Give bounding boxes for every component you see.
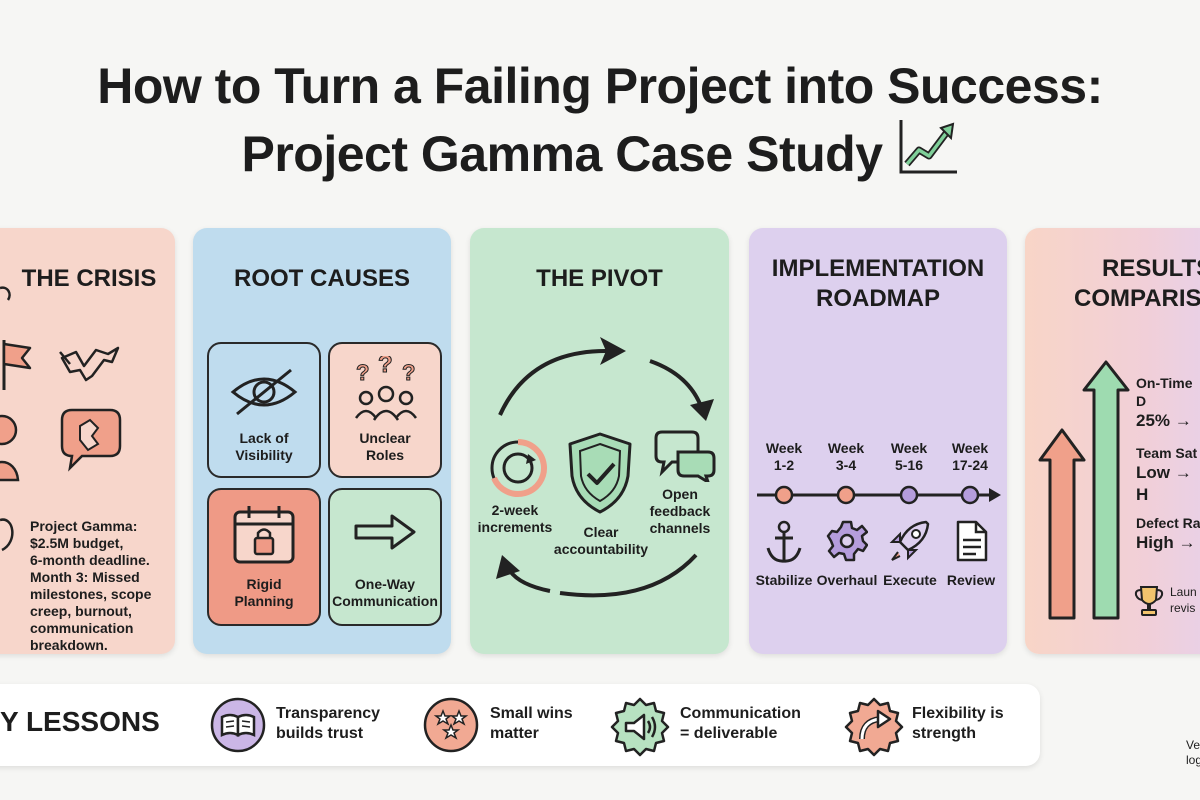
shield-check-icon — [568, 432, 632, 514]
cause-lack-of-visibility: Lack of Visibility — [207, 342, 321, 478]
results-growth-arrows — [1038, 360, 1130, 620]
book-icon — [210, 697, 266, 753]
lesson-flexibility: Flexibility is strength — [912, 705, 1004, 742]
stressed-person-icon — [0, 414, 20, 482]
phase-dot-1 — [774, 485, 794, 505]
cycle-icon — [490, 439, 547, 497]
phase-dot-4 — [960, 485, 980, 505]
page-title-line2-text: Project Gamma Case Study — [241, 126, 883, 182]
crisis-body: Project Gamma: $2.5M budget, 6-month dea… — [30, 518, 152, 653]
svg-text:?: ? — [402, 360, 415, 385]
confused-team-icon: ? ? ? — [354, 356, 418, 421]
result-team-satisfaction: Team Sat Low → H — [1136, 445, 1198, 504]
page-title-line1: How to Turn a Failing Project into Succe… — [97, 58, 1103, 114]
lesson-transparency: Transparency builds trust — [276, 705, 381, 742]
results-title: RESULTS COMPARIS — [1074, 255, 1200, 312]
before-bar-arrow — [1038, 428, 1086, 620]
pivot-cycle-arrows — [496, 337, 714, 598]
roadmap-title: IMPLEMENTATION ROADMAP — [771, 255, 985, 312]
pivot-title: THE PIVOT — [536, 265, 663, 292]
crisis-illustrations — [0, 286, 122, 552]
broken-heart-bubble-icon — [60, 408, 122, 472]
document-icon — [956, 520, 988, 562]
phase-label-stabilize: Stabilize — [755, 572, 813, 588]
crisis-title: THE CRISIS — [21, 265, 157, 292]
locked-calendar-icon — [233, 506, 295, 564]
curved-arrow-icon — [844, 697, 904, 757]
anchor-icon — [766, 520, 802, 563]
result-on-time: On-Time D 25% → — [1136, 375, 1193, 430]
svg-text:?: ? — [356, 360, 369, 385]
page-title-line2: Project Gamma Case Study — [0, 120, 1200, 187]
megaphone-icon — [610, 697, 670, 757]
phase-dot-3 — [899, 485, 919, 505]
pivot-item-feedback: Open feedback channels — [649, 486, 711, 536]
trophy-icon — [1134, 586, 1164, 616]
phase-label-execute: Execute — [883, 572, 937, 588]
rocket-icon — [889, 520, 930, 561]
after-bar-arrow — [1082, 360, 1130, 620]
flag-icon — [2, 340, 32, 390]
phase-label-review: Review — [946, 572, 996, 588]
svg-text:?: ? — [378, 356, 393, 378]
lesson-communication: Communication = deliverable — [680, 705, 801, 742]
right-arrow-icon — [354, 514, 416, 550]
trending-chart-icon — [897, 118, 959, 187]
cause-unclear-roles: ? ? ? Unclear Roles — [328, 342, 442, 478]
lesson-small-wins: Small wins matter — [490, 705, 573, 742]
cause-rigid-planning: Rigid Planning — [207, 488, 321, 626]
crossed-eye-icon — [230, 368, 298, 416]
phase-label-overhaul: Overhaul — [816, 572, 878, 588]
key-lessons-title: Y LESSONS — [0, 706, 160, 737]
pivot-item-accountability: Clear accountability — [553, 524, 649, 557]
phase-dot-2 — [836, 485, 856, 505]
stars-icon — [423, 697, 479, 753]
result-defect-rate: Defect Ra High → — [1136, 515, 1200, 552]
cause-one-way-communication: One-Way Communication — [328, 488, 442, 626]
gear-icon — [826, 520, 868, 562]
root-causes-title: ROOT CAUSES — [233, 265, 410, 292]
pivot-item-increments: 2-week increments — [477, 502, 553, 535]
roadmap-panel — [749, 228, 1007, 654]
result-footer-note: Laun revis — [1170, 585, 1197, 615]
broken-arrows-icon — [59, 346, 120, 382]
chat-bubbles-icon — [654, 430, 716, 482]
roadmap-timeline — [757, 485, 1001, 505]
corner-note: Ve log — [1186, 738, 1200, 767]
